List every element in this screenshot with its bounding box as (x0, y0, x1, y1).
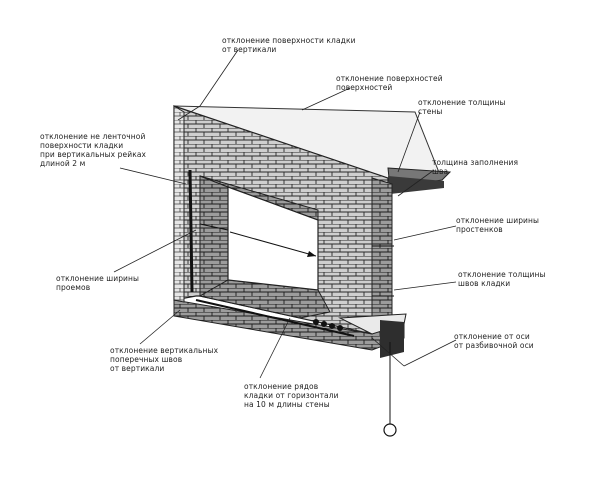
label-upper-center: отклонение поверхностей поверхностей (336, 74, 443, 92)
wall-left-edge (173, 105, 185, 303)
label-left-2: отклонение ширины проемов (56, 274, 140, 292)
vertical-rail (188, 169, 194, 293)
opening-left-jamb (199, 175, 229, 297)
leader-lines (113, 49, 457, 379)
label-bottom-center: отклонение рядов кладки от горизонтали н… (244, 382, 339, 409)
plumb-bob (383, 423, 397, 437)
label-right-1: отклонение толщины стены (418, 98, 506, 116)
label-right-2: толщина заполнения шва (432, 158, 519, 176)
label-left-1: отклонение не ленточной поверхности клад… (40, 132, 147, 168)
opening-sill (198, 279, 331, 319)
window-opening (227, 186, 319, 291)
label-bottom-right: отклонение от оси от разбивочной оси (454, 332, 534, 350)
bottom-slab-end (380, 320, 404, 358)
wall-right-edge (371, 177, 393, 321)
opening-width-arrow (229, 231, 317, 257)
diagonal-rod (195, 299, 355, 337)
label-right-4: отклонение толщины швов кладки (458, 270, 546, 288)
label-right-3: отклонение ширины простенков (456, 216, 540, 234)
label-bottom-left: отклонение вертикальных поперечных швов … (110, 346, 219, 373)
label-top: отклонение поверхности кладки от вертика… (222, 36, 356, 54)
top-slab-edge (388, 176, 444, 194)
